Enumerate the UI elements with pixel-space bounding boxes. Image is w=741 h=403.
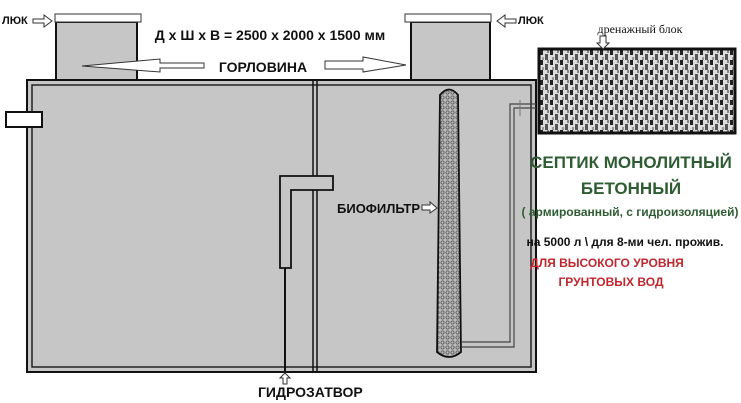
capacity: на 5000 л \ для 8-ми чел. прожив. [526, 235, 723, 249]
dimensions-label: Д х Ш х В = 2500 х 2000 х 1500 мм [155, 27, 385, 43]
warning-line1: ДЛЯ ВЫСОКОГО УРОВНЯ [530, 256, 684, 270]
title-line2: БЕТОННЫЙ [581, 179, 681, 198]
drainage-block [537, 47, 737, 135]
manhole-left [54, 13, 142, 81]
neck-label: ГОРЛОВИНА [219, 59, 307, 75]
title-line1: СЕПТИК МОНОЛИТНЫЙ [530, 153, 732, 172]
hatch-label-left: ЛЮК [2, 15, 28, 27]
arrow-left-icon [81, 58, 205, 73]
water-seal-pipe [279, 175, 334, 372]
inlet-pipe [5, 111, 43, 128]
arrow-down-icon [595, 35, 611, 50]
arrow-up-icon [278, 372, 292, 385]
water-seal-label: ГИДРОЗАТВОР [258, 384, 363, 400]
manhole-right [404, 13, 492, 81]
subtitle: ( армированный, с гидроизоляцией) [522, 205, 739, 219]
arrow-right-icon [32, 14, 53, 28]
outlet-pipe [462, 100, 536, 348]
drain-block-label: дренажный блок [597, 22, 682, 36]
biofilter [436, 88, 462, 358]
arrows [32, 14, 611, 385]
biofilter-label: БИОФИЛЬТР [337, 201, 420, 216]
arrow-right-icon [324, 56, 407, 73]
hatch-label-right: ЛЮК [518, 15, 544, 27]
warning-line2: ГРУНТОВЫХ ВОД [559, 275, 664, 289]
arrow-left-icon [496, 14, 517, 28]
arrow-right-icon [421, 200, 438, 214]
